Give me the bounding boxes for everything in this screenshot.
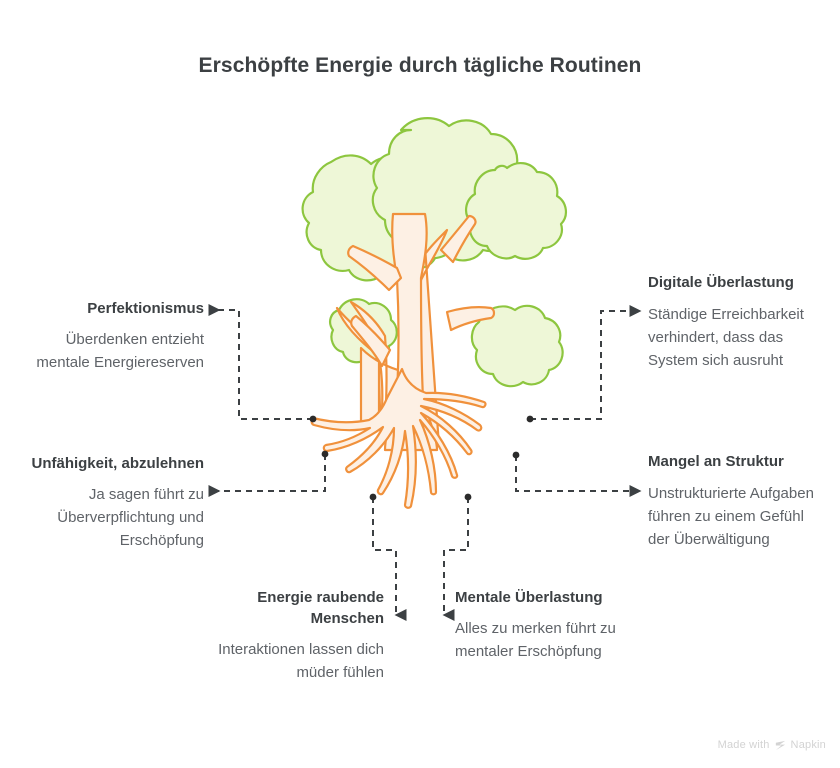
node-title: Unfähigkeit, abzulehnen bbox=[31, 455, 204, 472]
node-description: Unstrukturierte Aufgaben führen zu einem… bbox=[648, 485, 814, 548]
napkin-logo-icon bbox=[774, 739, 787, 752]
tree-illustration bbox=[301, 117, 567, 509]
node-description: Ständige Erreichbarkeit verhindert, dass… bbox=[648, 306, 804, 369]
node-title: Mentale Überlastung bbox=[455, 589, 603, 606]
watermark-text: Made with bbox=[717, 738, 770, 751]
branch-right-up bbox=[439, 214, 477, 264]
node-title: Energie raubende Menschen bbox=[257, 589, 384, 627]
branch-right bbox=[445, 306, 496, 332]
node-title: Perfektionismus bbox=[87, 300, 204, 317]
node-unfaehigkeit-abzulehnen[interactable]: Unfähigkeit, abzulehnen Ja sagen führt z… bbox=[20, 453, 204, 552]
napkin-watermark: Made with Napkin bbox=[718, 738, 826, 751]
root-mass bbox=[310, 367, 487, 509]
node-description: Überdenken entzieht mentale Energiereser… bbox=[36, 331, 204, 371]
node-title: Digitale Überlastung bbox=[648, 274, 794, 291]
node-energie-raubende-menschen[interactable]: Energie raubende Menschen Interaktionen … bbox=[196, 587, 384, 684]
watermark-brand: Napkin bbox=[790, 738, 826, 751]
node-mentale-ueberlastung[interactable]: Mentale Überlastung Alles zu merken führ… bbox=[455, 587, 633, 663]
branch-left bbox=[347, 244, 403, 292]
branch-left-low bbox=[350, 314, 392, 368]
tree-roots bbox=[310, 367, 487, 509]
trunk-body bbox=[335, 216, 449, 448]
node-description: Interaktionen lassen dich müder fühlen bbox=[218, 641, 384, 681]
node-title: Mangel an Struktur bbox=[648, 453, 784, 470]
node-description: Ja sagen führt zu Überverpflichtung und … bbox=[57, 486, 204, 549]
page-title: Erschöpfte Energie durch tägliche Routin… bbox=[198, 54, 642, 77]
foliage-lobe-right bbox=[465, 162, 567, 260]
node-perfektionismus[interactable]: Perfektionismus Überdenken entzieht ment… bbox=[20, 298, 204, 374]
node-description: Alles zu merken führt zu mentaler Erschö… bbox=[455, 620, 616, 660]
node-digitale-ueberlastung[interactable]: Digitale Überlastung Ständige Erreichbar… bbox=[648, 272, 824, 372]
node-mangel-an-struktur[interactable]: Mangel an Struktur Unstrukturierte Aufga… bbox=[648, 451, 824, 551]
